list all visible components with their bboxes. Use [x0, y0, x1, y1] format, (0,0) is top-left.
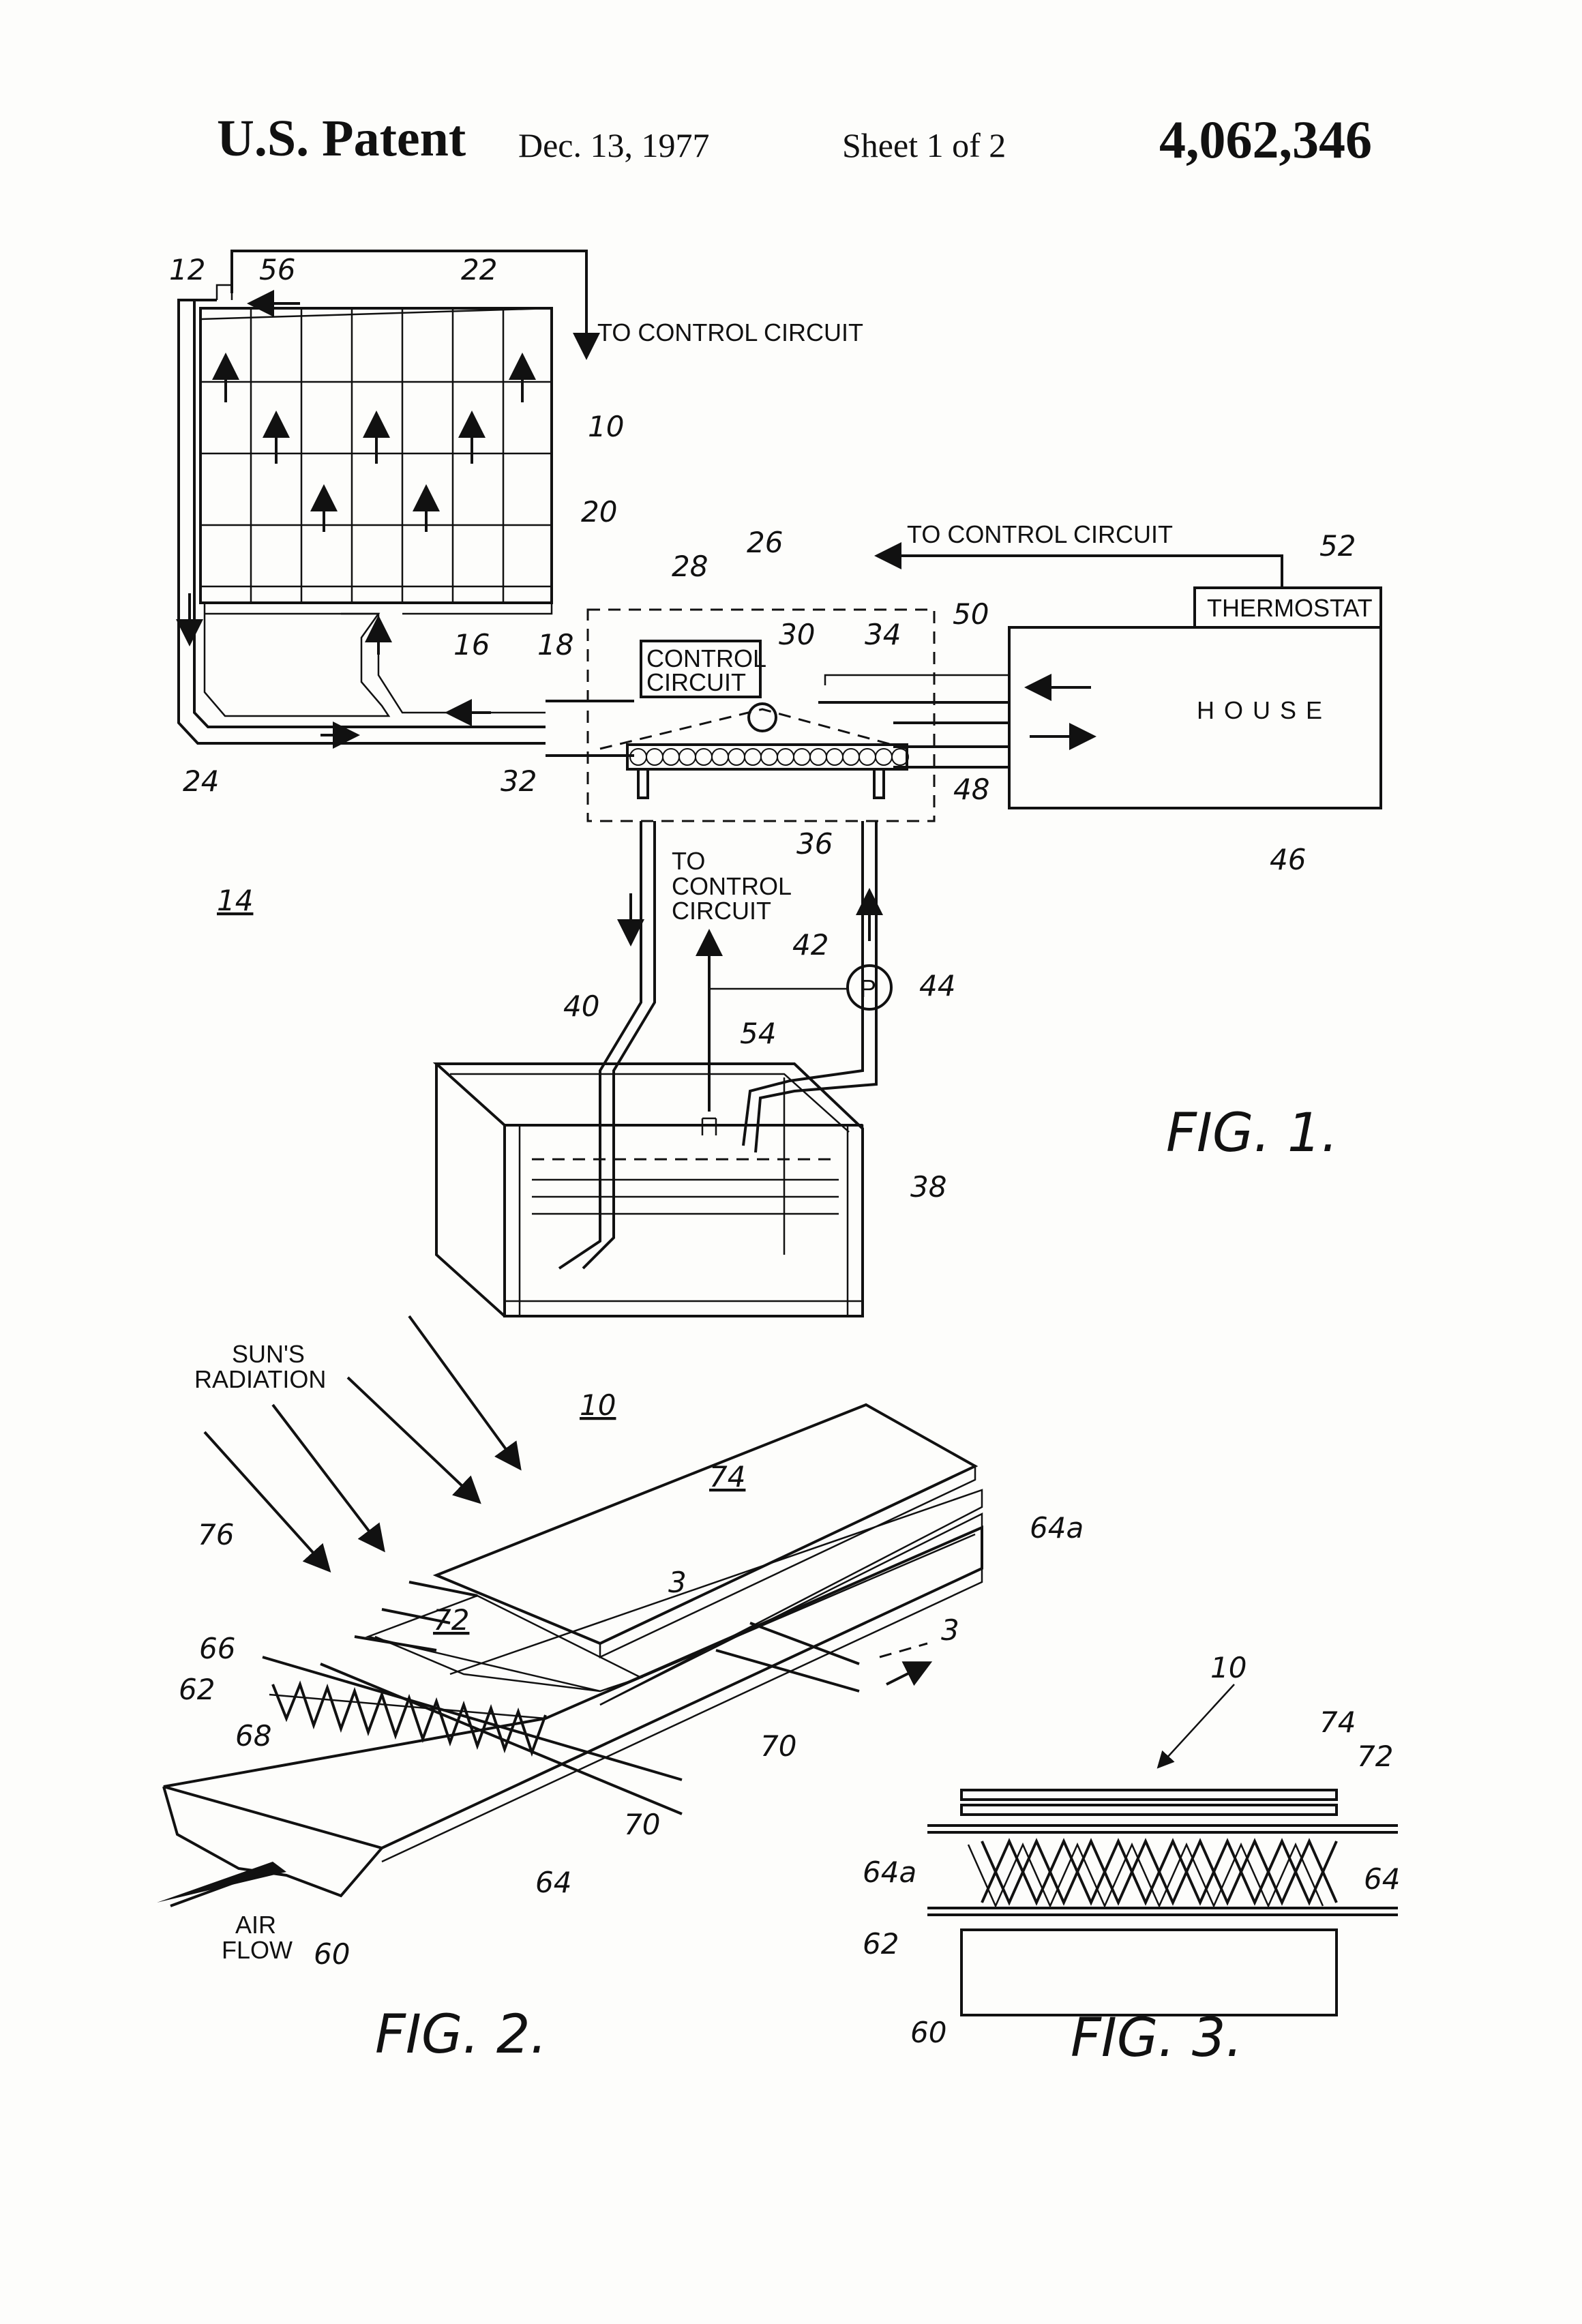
label-to-control-circuit-3b: CONTROL: [672, 872, 792, 900]
ref-26: 26: [747, 526, 783, 559]
ref-36: 36: [796, 827, 833, 861]
ref-30: 30: [779, 618, 815, 651]
fig2-ref-62: 62: [179, 1673, 215, 1706]
fig3-ref-72: 72: [1357, 1740, 1393, 1773]
ref-18: 18: [537, 628, 573, 661]
ref-52: 52: [1319, 529, 1356, 563]
house-block: THERMOSTAT HOUSE: [880, 556, 1381, 808]
fig2-ref-3a: 3: [668, 1566, 687, 1599]
heat-exchanger-unit: CONTROL CIRCUIT: [588, 610, 1091, 821]
fig3-ref-62: 62: [863, 1927, 899, 1961]
ref-44: 44: [919, 969, 955, 1002]
fig3-ref-60: 60: [910, 2016, 946, 2049]
ref-14: 14: [217, 884, 253, 917]
fig2-ref-64a: 64a: [1030, 1511, 1084, 1545]
corrugated-layers: [968, 1841, 1337, 1906]
ref-24: 24: [183, 764, 219, 798]
ref-50: 50: [953, 597, 989, 631]
pump-label: P: [860, 974, 876, 1002]
ref-12: 12: [169, 253, 205, 286]
ref-34: 34: [865, 618, 901, 651]
air-duct-loop: [179, 251, 634, 756]
storage-tank: [436, 1064, 863, 1316]
ref-22: 22: [461, 253, 497, 286]
fig3-caption: FIG. 3.: [1071, 2008, 1242, 2069]
label-house: HOUSE: [1197, 696, 1332, 724]
ref-42: 42: [792, 928, 829, 962]
label-air-flow-a: AIR: [235, 1911, 276, 1939]
fig2-diagram: SUN'S RADIATION: [157, 1316, 1084, 2066]
fig2-ref-10: 10: [580, 1388, 616, 1422]
fig2-ref-64: 64: [535, 1866, 571, 1899]
fig2-ref-68: 68: [235, 1719, 271, 1753]
fig3-ref-74: 74: [1319, 1705, 1356, 1739]
label-to-control-circuit-2: TO CONTROL CIRCUIT: [907, 520, 1173, 548]
ref-38: 38: [910, 1170, 946, 1204]
ref-20: 20: [581, 495, 617, 528]
ref-28: 28: [672, 550, 708, 583]
label-suns-radiation-b: RADIATION: [194, 1365, 326, 1393]
ref-54: 54: [740, 1017, 776, 1050]
ref-16: 16: [453, 628, 490, 661]
fig2-ref-70b: 70: [624, 1808, 660, 1841]
ref-32: 32: [501, 764, 537, 798]
label-thermostat: THERMOSTAT: [1207, 594, 1373, 622]
fig3-ref-64: 64: [1364, 1862, 1400, 1896]
cover-plates: [368, 1405, 982, 1705]
ref-56: 56: [259, 253, 295, 286]
label-to-control-circuit-1: TO CONTROL CIRCUIT: [597, 318, 863, 346]
fig3-ref-10: 10: [1210, 1651, 1247, 1684]
label-control-circuit-b: CIRCUIT: [646, 668, 746, 696]
fig3-diagram: 10 74 72 64a 64 62 60 FIG. 3.: [863, 1651, 1400, 2069]
fig3-ref-64a: 64a: [863, 1856, 916, 1889]
base-60: [961, 1930, 1337, 2015]
ref-46: 46: [1270, 843, 1306, 876]
plate-72: [961, 1805, 1337, 1815]
fig2-ref-66: 66: [199, 1632, 235, 1665]
ref-48: 48: [953, 773, 989, 806]
ref-10: 10: [588, 410, 624, 443]
label-air-flow-b: FLOW: [222, 1936, 293, 1964]
solar-collector-panel: [200, 303, 552, 603]
label-to-control-circuit-3c: CIRCUIT: [672, 897, 771, 925]
fig2-caption: FIG. 2.: [375, 2004, 547, 2066]
label-to-control-circuit-3a: TO: [672, 847, 705, 875]
fig2-ref-70a: 70: [760, 1729, 796, 1763]
fig1-caption: FIG. 1.: [1166, 1103, 1338, 1164]
plate-74: [961, 1790, 1337, 1800]
fig1-diagram: TO CONTROL CIRCUIT CONTROL CIRCUIT: [169, 251, 1381, 1316]
label-suns-radiation-a: SUN'S: [232, 1340, 305, 1368]
fig2-ref-76: 76: [198, 1518, 234, 1551]
fig2-ref-60: 60: [314, 1937, 350, 1971]
fig2-ref-3b: 3: [941, 1613, 959, 1647]
fig2-ref-74: 74: [709, 1460, 745, 1493]
ref-40: 40: [563, 989, 599, 1023]
fig2-ref-72: 72: [433, 1603, 469, 1637]
